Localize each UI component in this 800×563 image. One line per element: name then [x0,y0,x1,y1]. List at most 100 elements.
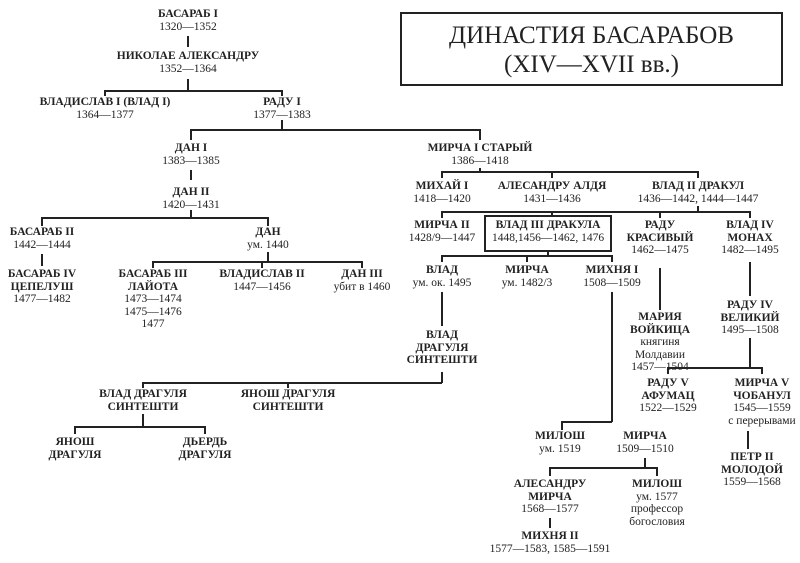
person-dates: 1577—1583, 1585—1591 [489,542,611,555]
person-name: АЛЕСАНДРУ МИРЧА [513,478,587,503]
person-name: ВЛАД IV МОНАХ [726,219,774,244]
person-name: ДАН II [172,186,210,198]
person-dates: ум. 1519 [539,442,581,455]
person-name: ДЬЕРДЬ ДРАГУЛЯ [178,436,232,461]
person-dates: 1431—1436 [523,192,581,205]
person-dates: 1495—1508 [721,324,779,337]
person-node: ВЛАДИСЛАВ I (ВЛАД I)1364—1377 [40,96,171,121]
person-dates: ум. 1440 [247,238,289,251]
diagram-title: ДИНАСТИЯ БАСАРАБОВ (XIV—XVII вв.) [400,12,783,86]
person-name: ВЛАДИСЛАВ I (ВЛАД I) [39,96,171,108]
person-name: ВЛАД ДРАГУЛЯ СИНТЕШТИ [406,329,478,367]
person-name: ДАН [255,226,281,238]
person-name: МАРИЯ ВОЙКИЦА [629,311,691,336]
person-dates: 1522—1529 [639,402,697,415]
person-dates: 1442—1444 [13,238,71,251]
person-dates: 1428/9—1447 [408,231,476,244]
person-name: ПЕТР II МОЛОДОЙ [721,451,783,476]
person-name: РАДУ IV ВЕЛИКИЙ [720,299,780,324]
person-name: МИХНЯ II [521,530,579,542]
person-name: БАСАРАБ III ЛАЙОТА [118,268,188,293]
person-dates: 1352—1364 [159,62,217,75]
person-dates: ум. 1577 профессор богословия [629,490,685,528]
person-dates: 1462—1475 [631,244,689,257]
person-name: ВЛАД II ДРАКУЛ [651,180,745,192]
person-dates: 1559—1568 [723,476,781,489]
person-name: БАСАРАБ II [9,226,75,238]
person-name: РАДУ КРАСИВЫЙ [626,219,694,244]
person-dates: 1508—1509 [583,276,641,289]
person-name: МИРЧА [505,264,549,276]
person-name: МИРЧА II [414,219,470,231]
person-name: МИРЧА [623,430,667,442]
person-name: ВЛАД III ДРАКУЛА [495,219,601,231]
person-node: ДЬЕРДЬ ДРАГУЛЯ [179,436,232,461]
person-dates: 1320—1352 [159,20,217,33]
person-dates: 1386—1418 [451,154,509,167]
person-name: МИХАЙ I [415,180,469,192]
person-name: ВЛАД ДРАГУЛЯ СИНТЕШТИ [99,388,187,413]
person-dates: княгиня Молдавии 1457—1504 [631,336,689,374]
person-name: ВЛАД [425,264,459,276]
title-line-1: ДИНАСТИЯ БАСАРАБОВ [449,22,734,49]
person-name: ДАН I [174,142,208,154]
person-dates: 1377—1383 [253,108,311,121]
person-name: МИРЧА V ЧОБАНУЛ [733,377,791,402]
person-dates: 1364—1377 [76,108,134,121]
person-name: ЯНОШ ДРАГУЛЯ [48,436,102,461]
person-name: МИХНЯ I [585,264,639,276]
person-dates: 1383—1385 [162,154,220,167]
person-dates: убит в 1460 [333,280,391,293]
person-dates: 1420—1431 [162,198,220,211]
person-dates: 1447—1456 [233,280,291,293]
person-dates: 1477—1482 [13,293,71,306]
person-name: РАДУ I [263,96,301,108]
person-name: ВЛАДИСЛАВ II [219,268,305,280]
person-name: МИЛОШ [632,478,682,490]
person-dates: 1509—1510 [616,442,674,455]
person-dates: 1545—1559 с перерывами [728,402,796,427]
person-dates: 1482—1495 [721,244,779,257]
person-dates: 1418—1420 [413,192,471,205]
person-node: ЯНОШ ДРАГУЛЯ [49,436,102,461]
person-name: ЯНОШ ДРАГУЛЯ СИНТЕШТИ [240,388,336,413]
person-dates: 1568—1577 [521,503,579,516]
person-node: ВЛАД ДРАГУЛЯ СИНТЕШТИ [99,388,187,413]
person-name: АЛЕСАНДРУ АЛДЯ [497,180,607,192]
person-name: БАСАРАБ IV ЦЕПЕЛУШ [7,268,77,293]
person-dates: ум. 1482/3 [501,276,553,289]
person-dates: 1448,1456—1462, 1476 [491,231,605,244]
highlight-box-vlad-iii [484,215,612,252]
person-name: БАСАРАБ I [157,8,219,20]
person-name: НИКОЛАЕ АЛЕКСАНДРУ [116,50,260,62]
